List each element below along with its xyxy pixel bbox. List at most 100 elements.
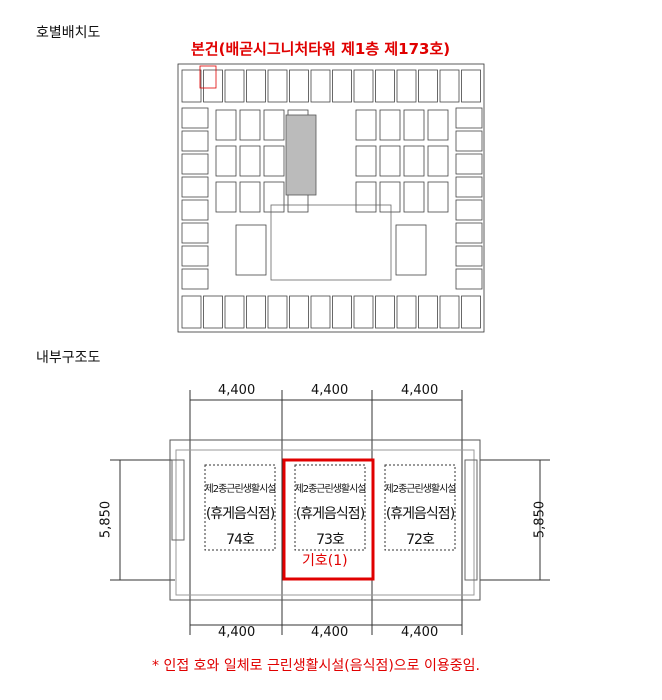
plan-cell bbox=[270, 204, 392, 281]
footnote: * 인접 호와 일체로 근린생활시설(음식점)으로 이용중임. bbox=[152, 658, 480, 674]
plan-cell bbox=[353, 69, 374, 103]
plan-cell bbox=[267, 69, 288, 103]
subject-unit-marker bbox=[199, 65, 217, 89]
plan-cell bbox=[439, 295, 460, 329]
plan-cell bbox=[439, 69, 460, 103]
plan-cell bbox=[403, 181, 425, 213]
plan-cell bbox=[181, 130, 209, 152]
unit-use: 제2종근린생활시설 bbox=[204, 484, 277, 495]
plan-cell bbox=[396, 295, 417, 329]
plan-cell bbox=[215, 145, 237, 177]
plan-cell bbox=[239, 109, 261, 141]
plan-cell bbox=[239, 145, 261, 177]
plan-cell bbox=[395, 224, 427, 276]
plan-cell bbox=[455, 153, 483, 175]
plan-cell bbox=[181, 153, 209, 175]
top-dim-1: 4,400 bbox=[218, 383, 256, 398]
plan-cell bbox=[379, 181, 401, 213]
plan-cell bbox=[181, 245, 209, 267]
plan-cell bbox=[181, 295, 202, 329]
unit-type: (휴게음식점) bbox=[295, 506, 365, 522]
plan-cell bbox=[267, 295, 288, 329]
plan-cell bbox=[455, 245, 483, 267]
plan-cell bbox=[355, 145, 377, 177]
unit-74: 제2종근린생활시설 (휴게음식점) 74호 bbox=[200, 480, 280, 549]
plan-cell bbox=[455, 176, 483, 198]
plan-cell bbox=[332, 295, 352, 329]
top-dim-2: 4,400 bbox=[311, 383, 349, 398]
plan-cell bbox=[181, 268, 209, 290]
layout-caption: 본건(배곧시그니처타워 제1층 제173호) bbox=[191, 40, 451, 58]
unit-72: 제2종근린생활시설 (휴게음식점) 72호 bbox=[380, 480, 460, 549]
plan-cell bbox=[177, 63, 485, 333]
left-dim: 5,850 bbox=[98, 500, 114, 539]
plan-cell bbox=[181, 199, 209, 221]
plan-cell bbox=[203, 69, 223, 103]
subject-unit-highlight bbox=[282, 458, 375, 581]
plan-cell bbox=[455, 199, 483, 221]
plan-cell bbox=[379, 145, 401, 177]
layout-plan-drawing bbox=[177, 63, 485, 333]
plan-cell bbox=[181, 176, 209, 198]
plan-cell bbox=[355, 109, 377, 141]
plan-cell bbox=[246, 69, 266, 103]
plan-cell bbox=[224, 69, 245, 103]
plan-cell bbox=[239, 181, 261, 213]
plan-cell bbox=[427, 109, 449, 141]
plan-cell bbox=[403, 145, 425, 177]
plan-cell bbox=[355, 181, 377, 213]
plan-cell bbox=[246, 295, 266, 329]
core-hatched bbox=[285, 114, 317, 196]
plan-cell bbox=[455, 107, 483, 129]
plan-cell bbox=[263, 109, 285, 141]
plan-cell bbox=[427, 145, 449, 177]
plan-cell bbox=[310, 69, 331, 103]
plan-cell bbox=[353, 295, 374, 329]
bottom-dim-2: 4,400 bbox=[311, 625, 349, 640]
unit-number: 73호 bbox=[316, 532, 345, 548]
unit-type: (휴게음식점) bbox=[205, 506, 275, 522]
plan-cell bbox=[379, 109, 401, 141]
plan-cell bbox=[310, 295, 331, 329]
plan-cell bbox=[455, 268, 483, 290]
plan-cell bbox=[461, 295, 481, 329]
plan-cell bbox=[375, 69, 395, 103]
plan-cell bbox=[375, 295, 395, 329]
plan-cell bbox=[418, 69, 438, 103]
plan-cell bbox=[263, 181, 285, 213]
bottom-dim-1: 4,400 bbox=[218, 625, 256, 640]
plan-cell bbox=[455, 130, 483, 152]
plan-cell bbox=[235, 224, 267, 276]
plan-cell bbox=[461, 69, 481, 103]
plan-cell bbox=[215, 181, 237, 213]
plan-cell bbox=[215, 109, 237, 141]
unit-type: (휴게음식점) bbox=[385, 506, 455, 522]
right-dim: 5,850 bbox=[532, 500, 548, 539]
unit-use: 제2종근린생활시설 bbox=[294, 484, 367, 495]
interior-plan-drawing bbox=[110, 390, 550, 635]
plan-cell bbox=[403, 109, 425, 141]
plan-cell bbox=[224, 295, 245, 329]
plan-cell bbox=[455, 222, 483, 244]
plan-cell bbox=[418, 295, 438, 329]
plan-cell bbox=[289, 295, 309, 329]
plan-cell bbox=[427, 181, 449, 213]
marker-label: 기호(1) bbox=[302, 553, 348, 569]
layout-heading: 호별배치도 bbox=[36, 25, 101, 41]
unit-73: 제2종근린생활시설 (휴게음식점) 73호 bbox=[290, 480, 370, 549]
plan-cell bbox=[263, 145, 285, 177]
top-dim-3: 4,400 bbox=[401, 383, 439, 398]
unit-number: 72호 bbox=[406, 532, 435, 548]
interior-heading: 내부구조도 bbox=[36, 350, 101, 366]
plan-cell bbox=[181, 107, 209, 129]
plan-cell bbox=[332, 69, 352, 103]
bottom-dim-3: 4,400 bbox=[401, 625, 439, 640]
plan-cell bbox=[203, 295, 223, 329]
plan-cell bbox=[289, 69, 309, 103]
plan-cell bbox=[181, 222, 209, 244]
unit-use: 제2종근린생활시설 bbox=[384, 484, 457, 495]
unit-number: 74호 bbox=[226, 532, 255, 548]
plan-cell bbox=[181, 69, 202, 103]
plan-cell bbox=[396, 69, 417, 103]
